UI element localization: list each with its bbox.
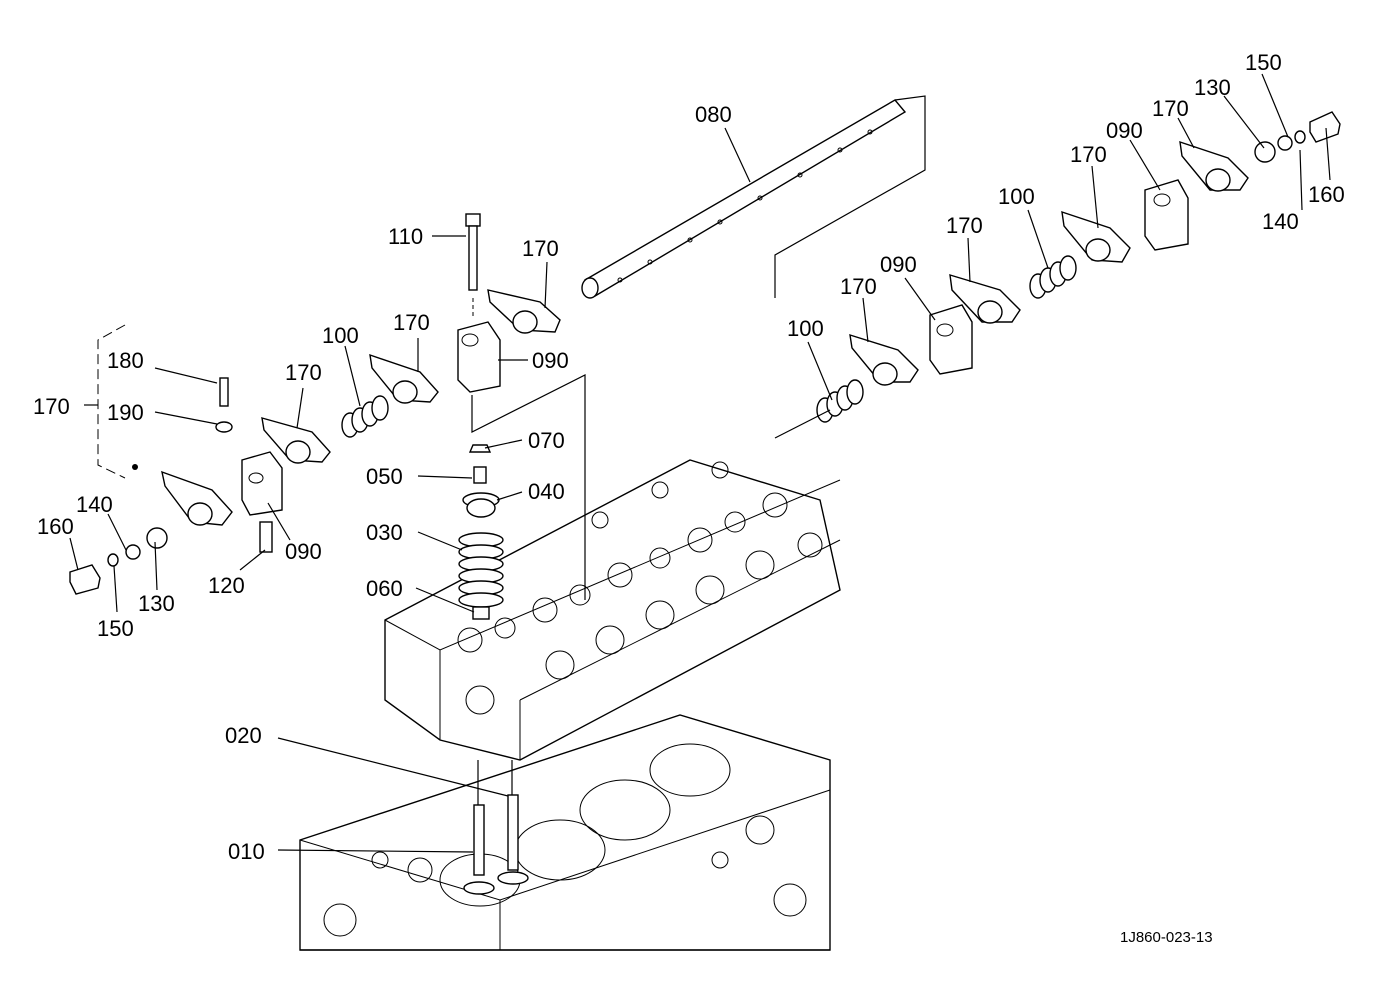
callout-180: 180 [107, 348, 144, 373]
left-rocker-assembly [69, 289, 561, 595]
callout-170: 170 [33, 394, 70, 419]
center-bolt-and-support [457, 213, 586, 600]
rocker-shaft [581, 95, 926, 299]
callout-170: 170 [946, 213, 983, 238]
cylinder-block [299, 714, 831, 951]
callout-170: 170 [840, 274, 877, 299]
callout-020: 020 [225, 723, 262, 748]
cylinder-head [384, 459, 841, 761]
callout-140: 140 [1262, 209, 1299, 234]
callout-120: 120 [208, 573, 245, 598]
callout-190: 190 [107, 400, 144, 425]
callout-150: 150 [97, 616, 134, 641]
callout-010: 010 [228, 839, 265, 864]
callout-160: 160 [37, 514, 74, 539]
callout-130: 130 [138, 591, 175, 616]
callout-090: 090 [285, 539, 322, 564]
callout-110: 110 [388, 224, 423, 249]
valve-stack [458, 444, 529, 895]
callout-090: 090 [532, 348, 569, 373]
leader-lines [69, 73, 1331, 853]
figure-id: 1J860-023-13 [1120, 929, 1213, 946]
callout-090: 090 [880, 252, 917, 277]
callout-070: 070 [528, 428, 565, 453]
callout-100: 100 [787, 316, 824, 341]
callout-060: 060 [366, 576, 403, 601]
callout-030: 030 [366, 520, 403, 545]
callout-100: 100 [322, 323, 359, 348]
callout-170: 170 [393, 310, 430, 335]
callout-170: 170 [522, 236, 559, 261]
callout-170: 170 [1070, 142, 1107, 167]
callout-130: 130 [1194, 75, 1231, 100]
callout-170: 170 [285, 360, 322, 385]
right-rocker-assembly [774, 111, 1341, 439]
callout-labels: 080 110 170 170 100 090 170 180 170 190 … [33, 50, 1345, 864]
callout-100: 100 [998, 184, 1035, 209]
callout-160: 160 [1308, 182, 1345, 207]
callout-140: 140 [76, 492, 113, 517]
callout-040: 040 [528, 479, 565, 504]
callout-050: 050 [366, 464, 403, 489]
callout-170: 170 [1152, 96, 1189, 121]
callout-080: 080 [695, 102, 732, 127]
callout-090: 090 [1106, 118, 1143, 143]
callout-150: 150 [1245, 50, 1282, 75]
